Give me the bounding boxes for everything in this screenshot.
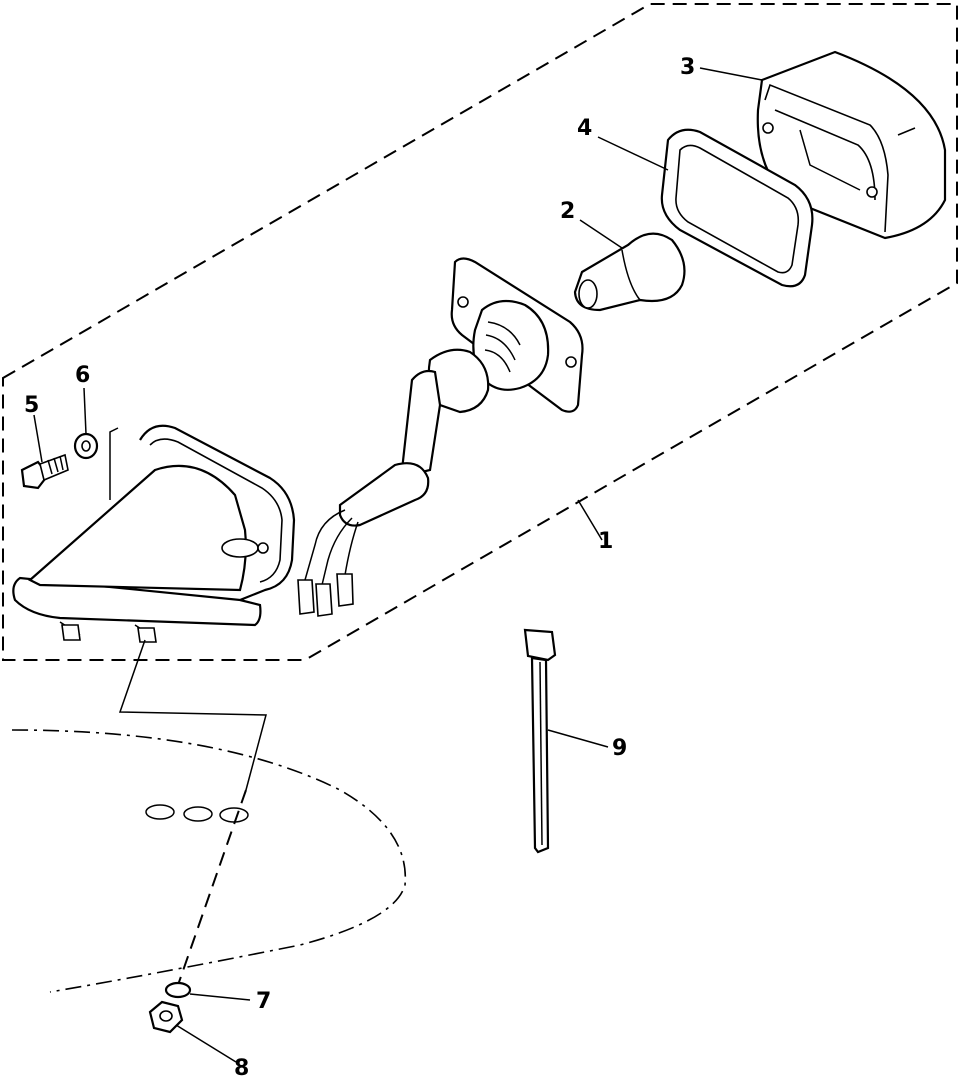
fairing-outline bbox=[11, 729, 407, 993]
callout-1: 1 bbox=[598, 529, 613, 554]
callout-7: 7 bbox=[256, 989, 271, 1014]
cable-tie bbox=[523, 628, 557, 854]
lock-washer bbox=[164, 981, 192, 999]
bolt-path-line bbox=[109, 427, 119, 500]
washer bbox=[73, 432, 99, 460]
callout-8: 8 bbox=[234, 1056, 249, 1077]
gasket bbox=[660, 128, 814, 288]
bulb bbox=[573, 232, 686, 312]
lens-housing bbox=[756, 50, 947, 240]
lamp-body bbox=[12, 424, 296, 643]
nut bbox=[148, 1000, 184, 1034]
stud-path-line bbox=[118, 639, 267, 791]
fairing-holes bbox=[145, 804, 249, 823]
leader-lines bbox=[33, 67, 763, 1063]
callout-2: 2 bbox=[560, 199, 575, 224]
callout-3: 3 bbox=[680, 55, 695, 80]
callout-9: 9 bbox=[612, 736, 627, 761]
socket-assembly bbox=[297, 257, 584, 617]
bolt bbox=[20, 453, 69, 490]
callout-4: 4 bbox=[577, 116, 592, 141]
assembly-boundary bbox=[1, 3, 958, 661]
callout-6: 6 bbox=[75, 363, 90, 388]
callout-5: 5 bbox=[24, 393, 39, 418]
